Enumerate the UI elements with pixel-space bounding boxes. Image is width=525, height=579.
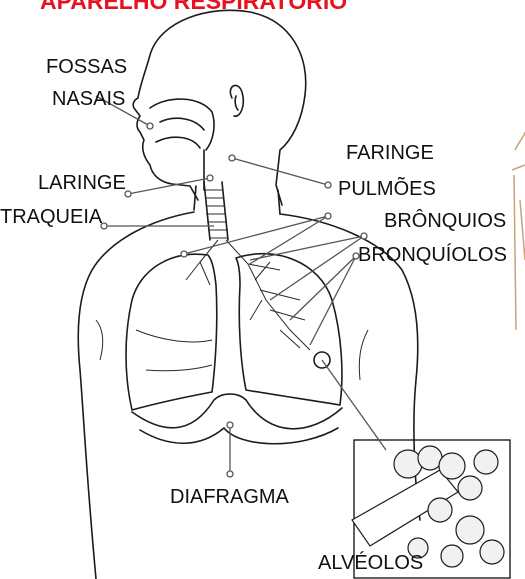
edge-illustration xyxy=(512,132,525,330)
leader-bronquiolos xyxy=(290,256,356,345)
zoom-connector xyxy=(322,360,386,450)
dot-pulmoes xyxy=(325,213,331,219)
arm-lines xyxy=(96,320,368,380)
label-bronquios: BRÔNQUIOS xyxy=(384,210,506,232)
dot-diafragma-a xyxy=(227,422,233,428)
left-lung-lobes xyxy=(136,330,212,371)
label-traqueia: TRAQUEIA xyxy=(0,206,102,228)
dot-bronquios xyxy=(361,233,367,239)
bronchi-tree xyxy=(186,240,310,350)
dot-faringe-b xyxy=(325,182,331,188)
alveoli-cluster xyxy=(352,446,504,567)
label-fossas-nasais-1: FOSSAS xyxy=(46,56,127,78)
head-outline xyxy=(133,10,306,205)
trachea-rings xyxy=(204,190,228,238)
dot-faringe-a xyxy=(229,155,235,161)
leader-pulmoes xyxy=(184,216,328,265)
dot-fossas xyxy=(147,123,153,129)
label-faringe: FARINGE xyxy=(346,142,434,164)
label-bronquiolos: BRONQUÍOLOS xyxy=(358,244,507,266)
trachea xyxy=(204,182,228,240)
left-lung xyxy=(126,254,217,410)
label-diafragma: DIAFRAGMA xyxy=(170,486,289,508)
leader-laringe xyxy=(128,178,210,194)
ear xyxy=(230,85,243,116)
label-alveolos: ALVÉOLOS xyxy=(318,552,423,574)
label-laringe: LARINGE xyxy=(38,172,126,194)
dot-pulmoes-left xyxy=(181,251,187,257)
leader-faringe xyxy=(232,158,328,185)
label-fossas-nasais-2: NASAIS xyxy=(52,88,125,110)
dot-laringe-a xyxy=(125,191,131,197)
label-pulmoes: PULMÕES xyxy=(338,178,436,200)
page-title: APARELHO RESPIRATÓRIO xyxy=(40,0,400,14)
dot-laringe-b xyxy=(207,175,213,181)
nasal-cavity xyxy=(150,99,214,190)
dot-diafragma-b xyxy=(227,471,233,477)
